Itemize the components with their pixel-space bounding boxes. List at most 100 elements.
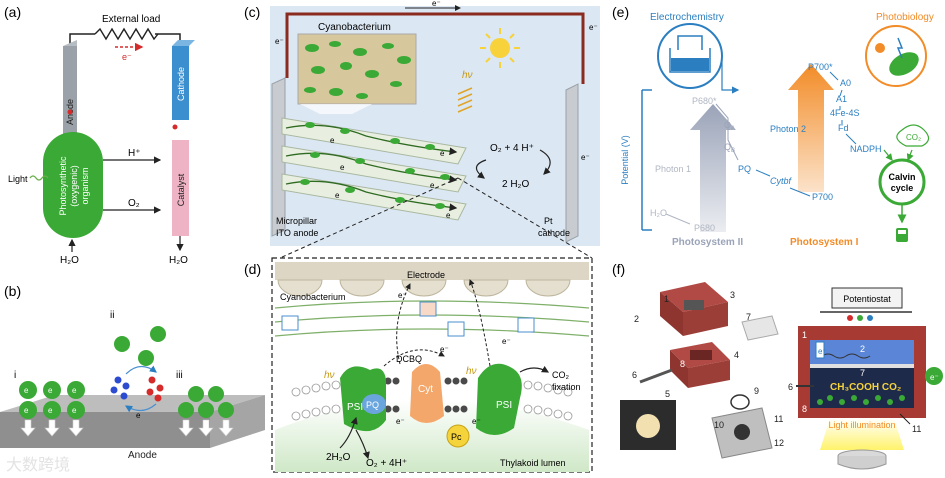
- svg-text:8: 8: [802, 404, 807, 414]
- a1-label: A1: [836, 94, 847, 104]
- electrochem-link-arrow: [721, 60, 740, 94]
- svg-text:10: 10: [714, 420, 724, 430]
- svg-text:e: e: [24, 406, 29, 415]
- hv-label-d2: hν: [466, 366, 477, 377]
- light-wave-icon: [29, 175, 49, 181]
- hplus-label: H⁺: [128, 148, 141, 159]
- electron-label: e⁻: [122, 52, 132, 62]
- electrochem-vessel: [669, 48, 711, 73]
- resistor: [94, 27, 159, 41]
- sun-icon: [480, 28, 520, 68]
- cyt-p700-line: [789, 187, 811, 197]
- hv-label-d1: hν: [324, 370, 335, 381]
- panel-c-label: (c): [244, 4, 260, 20]
- psi-complex: [476, 363, 522, 435]
- panel-f-label: (f): [612, 261, 625, 277]
- cathode-label: Cathode: [176, 67, 186, 101]
- o2-label: O₂: [128, 198, 140, 209]
- coil-electrode: [821, 353, 871, 359]
- anode-surface-label: Anode: [128, 450, 157, 461]
- microbe-icon: [889, 52, 919, 76]
- svg-text:2: 2: [634, 314, 639, 324]
- porin-1: [281, 315, 299, 331]
- light-pointer: [899, 413, 911, 425]
- photon1-label: Photon 1: [655, 164, 691, 174]
- calvin-line-2: cycle: [891, 183, 914, 193]
- svg-text:e: e: [440, 149, 445, 158]
- reactor-number-11: 11: [912, 424, 921, 434]
- part-numbers: 1 2 3 4 5 6 7 8 9 10 11 12: [632, 290, 784, 448]
- svg-text:e: e: [446, 211, 451, 220]
- oxygen-arrow: [355, 429, 370, 460]
- pq-complex: [362, 394, 386, 414]
- photosystem2-label: Photosystem II: [672, 237, 743, 248]
- cathode-bar: [172, 46, 189, 120]
- co2-arrow: [519, 365, 550, 373]
- co2-cloud-icon: [896, 124, 930, 147]
- water-label: 2H₂O: [326, 452, 351, 463]
- reaction-bottom: 2 H₂O: [502, 179, 529, 190]
- d-e-4: e⁻: [396, 417, 405, 426]
- inset-zoom: [300, 104, 372, 114]
- h2o-right-label: H₂O: [169, 255, 188, 266]
- svg-text:e: e: [330, 136, 335, 145]
- hv-label: hν: [462, 70, 473, 81]
- svg-text:e: e: [24, 386, 29, 395]
- a0-label: A0: [840, 78, 851, 88]
- right-e-label: e⁻: [589, 23, 598, 32]
- svg-text:e: e: [48, 386, 53, 395]
- roman-iii: iii: [176, 370, 183, 381]
- watermark: 大数跨境: [6, 455, 70, 474]
- terminal-green: [857, 315, 863, 321]
- water-arrow: [339, 416, 358, 449]
- panel-b-label: (b): [4, 283, 21, 299]
- organism-line-3: organism: [80, 167, 90, 204]
- nadph-label: NADPH: [850, 144, 882, 154]
- e-tag: e⁻: [818, 347, 827, 356]
- svg-text:2: 2: [860, 344, 865, 354]
- chemicals-label: CH₃COOH CO₂: [830, 382, 901, 393]
- fuel-pump-window: [898, 230, 906, 234]
- photon2-label: Photon 2: [770, 124, 806, 134]
- electron-dot-cathode: [172, 124, 178, 130]
- zoom-line-left: [279, 177, 459, 259]
- organism-line-2: (oxygenic): [69, 165, 79, 207]
- cyanobacterium-label: Cyanobacterium: [318, 22, 391, 33]
- roman-i: i: [14, 370, 16, 381]
- d-e-2: e⁻: [440, 345, 449, 354]
- cathode-top: [172, 40, 195, 46]
- h2o-label-e: H₂O: [650, 208, 667, 218]
- organism-body: [43, 132, 103, 238]
- electrochemistry-label: Electrochemistry: [650, 12, 724, 23]
- electrolyte: [671, 58, 709, 71]
- co2-label-e: CO₂: [906, 133, 921, 142]
- psi-label: PSI: [496, 400, 512, 411]
- electrochem-leads: [677, 35, 703, 50]
- nadph-arrow: [883, 149, 893, 161]
- e-out-badge: [925, 367, 943, 385]
- top-e-label: e⁻: [432, 0, 441, 8]
- p700-star-label: P700*: [808, 62, 833, 72]
- pc-label: Pc: [451, 432, 462, 442]
- svg-text:5: 5: [665, 389, 670, 399]
- organism-line-1: Photosynthetic: [58, 156, 68, 216]
- psi-arrow-up: [468, 279, 491, 367]
- panel-a: (a) External load e⁻ Anode Cathode Catal…: [4, 4, 195, 266]
- pq-label: PQ: [366, 400, 379, 410]
- electrode-rod: [639, 368, 673, 384]
- anode-caption-1: Micropillar: [276, 216, 317, 226]
- thylakoid-membrane: [291, 377, 573, 421]
- reactor-number-6: 6: [788, 382, 793, 392]
- light-label: Light: [8, 174, 28, 184]
- svg-text:e: e: [335, 191, 340, 200]
- co2-fixation-1: CO₂: [552, 370, 570, 380]
- lamp-body: [837, 456, 887, 470]
- svg-text:4: 4: [734, 350, 739, 360]
- mediator-ii: e: [110, 326, 166, 420]
- oxygen-label: O₂ + 4H⁺: [366, 458, 407, 469]
- calvin-cycle-ring: [878, 158, 926, 206]
- lightning-icon: [896, 37, 904, 59]
- panel-c: (c) e⁻ e⁻ e⁻ eee eee Cy: [244, 0, 600, 259]
- inset-cells: [304, 41, 411, 99]
